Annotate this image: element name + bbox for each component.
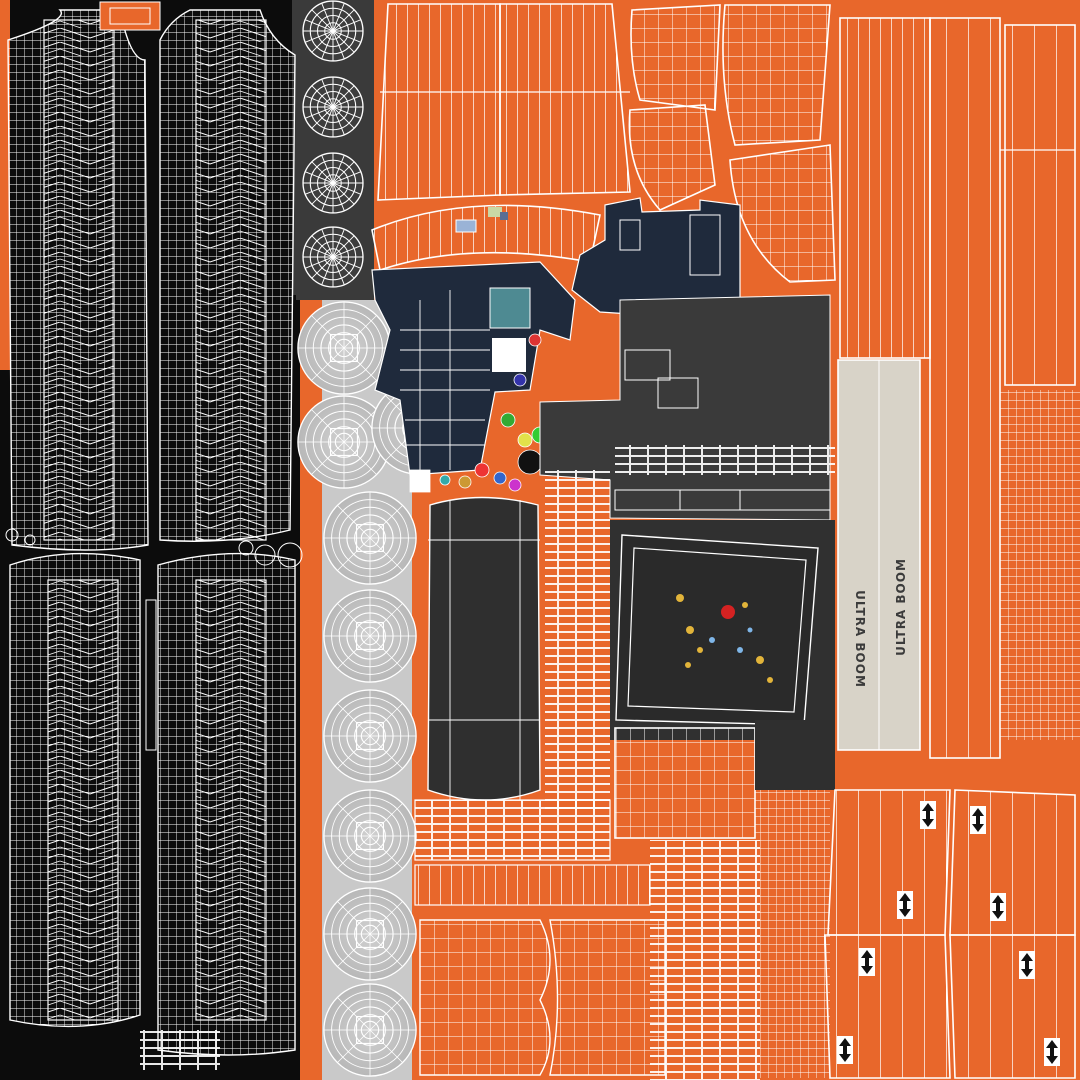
bottom-right-panels bbox=[824, 789, 1076, 1079]
double-arrow-icon bbox=[1044, 1038, 1060, 1066]
spoked-wheels-column bbox=[296, 0, 374, 300]
double-arrow-icon bbox=[859, 948, 875, 976]
boom-panel bbox=[837, 359, 921, 751]
brick-blocks bbox=[545, 470, 610, 810]
double-arrow-icon bbox=[837, 1036, 853, 1064]
bottom-middle-parts bbox=[414, 790, 830, 1080]
double-arrow-icon bbox=[970, 806, 986, 834]
gray-body-panel bbox=[539, 294, 835, 521]
navy-machinery-parts bbox=[371, 197, 741, 476]
double-arrow-icon bbox=[920, 801, 936, 829]
double-arrow-icon bbox=[897, 891, 913, 919]
small-parts-black-area bbox=[5, 1, 303, 568]
track-strips-bottom bbox=[9, 552, 296, 1070]
bent-panels bbox=[628, 4, 836, 283]
double-arrow-icon bbox=[1019, 951, 1035, 979]
double-arrow-icon bbox=[990, 893, 1006, 921]
control-console-panel bbox=[610, 520, 835, 740]
track-strips-top bbox=[7, 9, 296, 551]
boom-label-left: ULTRA BOOM bbox=[852, 590, 867, 688]
right-stripe-panels bbox=[839, 17, 1080, 759]
tires-column bbox=[297, 300, 465, 1080]
top-orange-panels bbox=[371, 3, 631, 272]
dark-rounded-panel bbox=[427, 496, 541, 801]
boom-label-right: ULTRA BOOM bbox=[893, 558, 908, 656]
orange-box-panel bbox=[614, 720, 835, 839]
